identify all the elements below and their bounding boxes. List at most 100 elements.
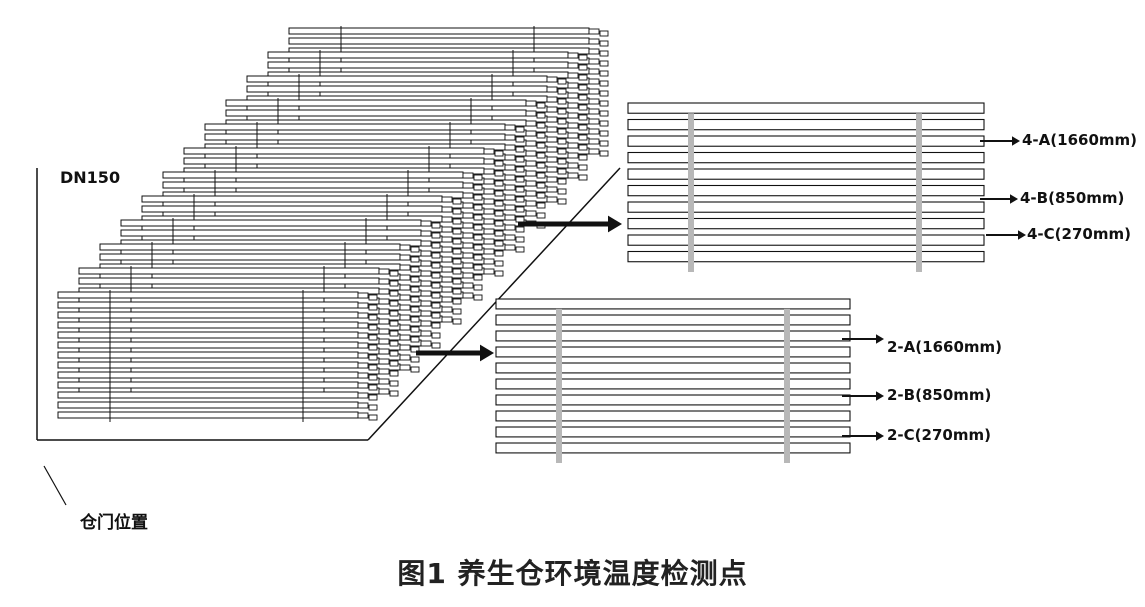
pipe-end-cap [588,68,600,75]
pipe [162,171,464,179]
pipe-end-cap [473,184,483,191]
pipe-end-cap [536,102,546,109]
pipe-end-cap [462,232,474,239]
pipe-end-cap [525,150,537,157]
pipe-end-cap [441,216,453,223]
door-pointer-line [43,465,67,506]
pipe-end-cap [536,192,546,199]
pipe [288,37,590,45]
pipe-end-cap [483,188,495,195]
pipe-end-cap [452,208,462,215]
pipe-end-cap [462,282,474,289]
pipe [78,267,380,275]
pipe-end-cap [578,134,588,141]
pipe [57,391,359,399]
pipe-end-cap [462,262,474,269]
pipe-end-cap [431,342,441,349]
measure-point-arrow-head [1012,136,1020,146]
pipe-bundle [57,290,378,422]
pipe-end-cap [462,292,474,299]
pipe-end-cap [368,314,378,321]
pipe-end-cap [368,294,378,301]
pipe-end-cap [557,98,567,105]
pipe-end-cap [368,344,378,351]
measure-point-arrow-head [1018,230,1026,240]
pipe-end-cap [483,218,495,225]
pipe-end-cap [462,242,474,249]
pipe-end-cap [515,126,525,133]
pipe [627,102,985,114]
pipe-end-cap [452,268,462,275]
pipe [495,346,851,358]
pipe-end-cap [389,340,399,347]
pipe-end-cap [378,368,390,375]
pipe [627,184,985,197]
pipe-end-cap [567,72,579,79]
pipe-end-cap [494,250,504,257]
pipe-end-cap [431,252,441,259]
pipe-end-cap [546,146,558,153]
pipe-end-cap [410,346,420,353]
pipe-end-cap [588,148,600,155]
pipe-end-cap [473,274,483,281]
pipe-end-cap [368,374,378,381]
pipe-end-cap [462,172,474,179]
pipe-end-cap [525,190,537,197]
pipe [267,61,569,69]
pipe-end-cap [441,226,453,233]
pipe-end-cap [399,264,411,271]
pipe-end-cap [462,212,474,219]
pipe-end-cap [536,142,546,149]
pipe-end-cap [588,58,600,65]
pipe-end-cap [410,366,420,373]
pipe-end-cap [378,308,390,315]
pipe-end-cap [441,266,453,273]
pipe-end-cap [578,114,588,121]
pipe-end-cap [462,202,474,209]
pipe-end-cap [357,312,369,319]
pipe-end-cap [567,102,579,109]
pipe-end-cap [441,256,453,263]
pipe-end-cap [389,280,399,287]
pipe-end-cap [441,206,453,213]
pipe-end-cap [557,188,567,195]
pipe-end-cap [473,174,483,181]
pipe [627,217,985,230]
pipe-end-cap [420,260,432,267]
pipe-end-cap [578,94,588,101]
pipe-end-cap [567,82,579,89]
pipe-end-cap [525,110,537,117]
pipe-end-cap [431,222,441,229]
pipe-end-cap [525,130,537,137]
pipe-end-cap [546,76,558,83]
pipe-end-cap [473,244,483,251]
pipe-end-cap [546,176,558,183]
pipe-end-cap [578,164,588,171]
pipe [204,123,506,131]
pipe-end-cap [567,122,579,129]
pipe-end-cap [483,158,495,165]
pipe-end-cap [368,384,378,391]
pipe-size-label: DN150 [60,168,121,187]
pipe-end-cap [494,200,504,207]
pipe-end-cap [462,222,474,229]
pipe-end-cap [378,358,390,365]
pipe-end-cap [483,198,495,205]
pipe-end-cap [504,164,516,171]
pipe-end-cap [452,278,462,285]
pipe-end-cap [399,304,411,311]
pipe-end-cap [441,276,453,283]
support-strut [688,113,694,272]
pipe [627,168,985,180]
pipe-end-cap [567,62,579,69]
pipe-end-cap [431,242,441,249]
pipe-end-cap [546,156,558,163]
pipe-end-cap [420,330,432,337]
pipe-end-cap [357,322,369,329]
pipe-end-cap [515,166,525,173]
pipe-end-cap [473,214,483,221]
pipe [627,250,985,263]
pipe-end-cap [389,380,399,387]
pipe [57,381,359,389]
pipe [78,277,380,285]
